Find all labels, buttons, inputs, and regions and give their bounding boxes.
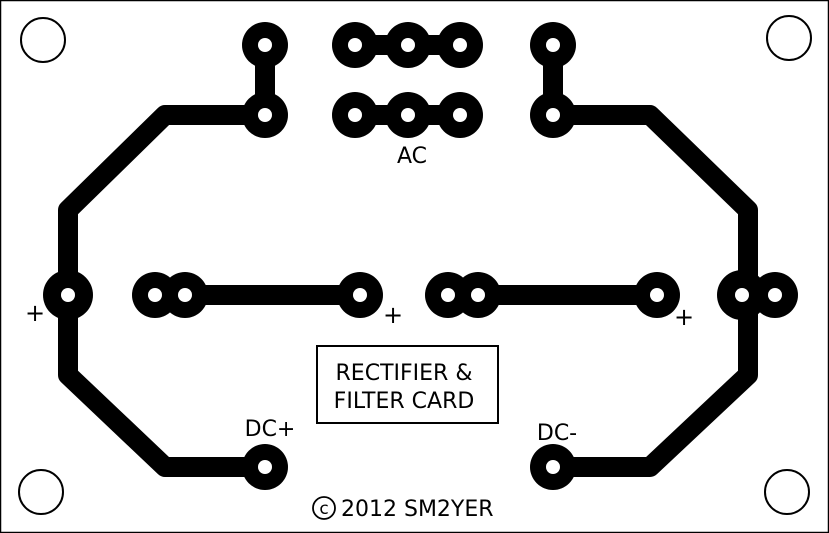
title-line-1: RECTIFIER & xyxy=(336,361,473,386)
mounting-hole-icon xyxy=(20,17,66,63)
pad-icon xyxy=(385,92,431,138)
pad-icon xyxy=(332,92,378,138)
plus-label-cap2: + xyxy=(674,303,694,331)
copyright-symbol: c xyxy=(319,499,328,519)
plus-label-left: + xyxy=(25,299,45,327)
pad-icon xyxy=(437,22,483,68)
pad-icon xyxy=(717,270,767,320)
ac-label: AC xyxy=(397,144,427,169)
title-line-2: FILTER CARD xyxy=(334,389,475,414)
pad-icon xyxy=(455,272,501,318)
pad-icon xyxy=(43,270,93,320)
pad-icon xyxy=(332,22,378,68)
pad-icon xyxy=(242,444,288,490)
mounting-hole-icon xyxy=(766,15,812,61)
dc-minus-label: DC- xyxy=(537,421,577,446)
mounting-hole-icon xyxy=(18,469,64,515)
title-box xyxy=(316,345,499,424)
pads xyxy=(43,22,798,490)
plus-label-cap1: + xyxy=(383,301,403,329)
dc-plus-label: DC+ xyxy=(245,417,296,442)
copyright-text: 2012 SM2YER xyxy=(341,497,494,522)
mounting-hole-icon xyxy=(764,469,810,515)
pad-icon xyxy=(530,92,576,138)
pad-icon xyxy=(242,22,288,68)
pad-icon xyxy=(530,22,576,68)
pad-icon xyxy=(242,92,288,138)
pad-icon xyxy=(385,22,431,68)
pad-icon xyxy=(530,444,576,490)
pad-icon xyxy=(437,92,483,138)
copyright-icon xyxy=(312,496,336,520)
pad-icon xyxy=(162,272,208,318)
pad-icon xyxy=(634,272,680,318)
pad-icon xyxy=(752,272,798,318)
pad-icon xyxy=(337,272,383,318)
